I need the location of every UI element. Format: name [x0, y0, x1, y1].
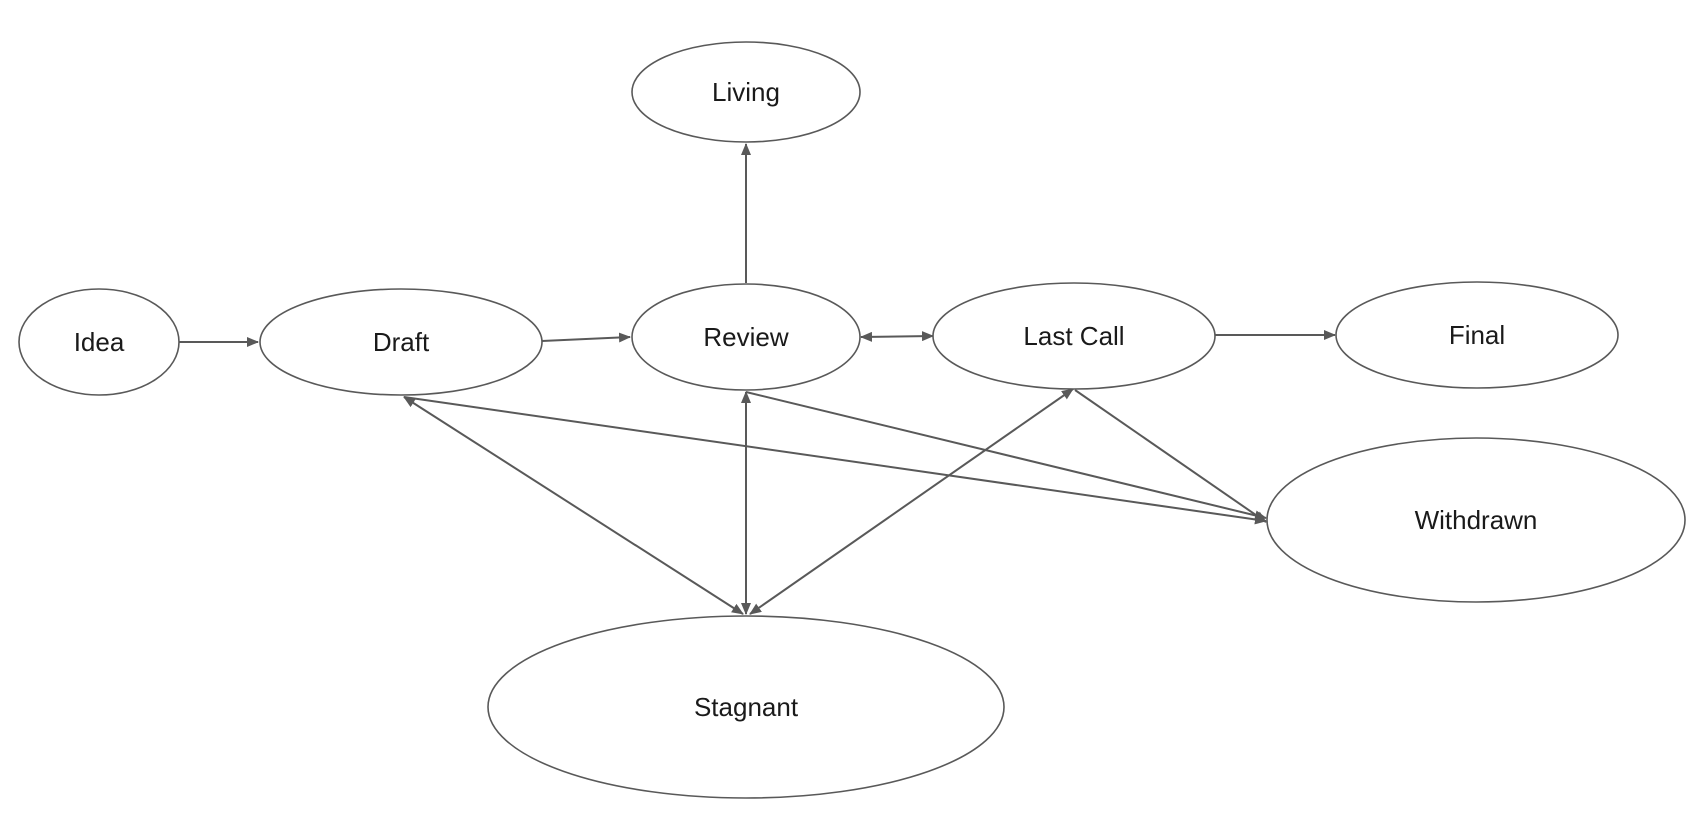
node-draft-shape — [259, 288, 543, 396]
node-stagnant-shape — [487, 615, 1005, 799]
node-stagnant: Stagnant — [487, 615, 1005, 799]
edge-draft-stagnant — [403, 396, 744, 615]
node-living-shape — [631, 41, 861, 143]
node-idea: Idea — [18, 288, 180, 396]
node-review-label: Review — [703, 322, 788, 352]
node-living: Living — [631, 41, 861, 143]
edge-review-last-call — [860, 331, 934, 342]
node-living-label: Living — [712, 77, 780, 107]
node-final-label: Final — [1449, 320, 1505, 350]
edge-draft-to-withdrawn — [403, 396, 1267, 525]
node-draft: Draft — [259, 288, 543, 396]
edge-last-call-stagnant — [749, 388, 1074, 615]
node-last-call-shape — [932, 282, 1216, 390]
edges — [178, 143, 1336, 615]
node-idea-shape — [18, 288, 180, 396]
node-withdrawn-shape — [1266, 437, 1686, 603]
node-draft-label: Draft — [373, 327, 430, 357]
node-withdrawn-label: Withdrawn — [1415, 505, 1538, 535]
node-last-call: Last Call — [932, 282, 1216, 390]
edge-last-call-to-withdrawn — [1074, 389, 1267, 523]
node-review: Review — [631, 283, 861, 391]
node-withdrawn: Withdrawn — [1266, 437, 1686, 603]
node-review-shape — [631, 283, 861, 391]
node-final: Final — [1335, 281, 1619, 389]
node-stagnant-label: Stagnant — [694, 692, 799, 722]
edge-review-to-withdrawn — [745, 391, 1267, 521]
node-final-shape — [1335, 281, 1619, 389]
node-last-call-label: Last Call — [1023, 321, 1124, 351]
edge-draft-to-review — [541, 332, 631, 343]
node-idea-label: Idea — [74, 327, 125, 357]
